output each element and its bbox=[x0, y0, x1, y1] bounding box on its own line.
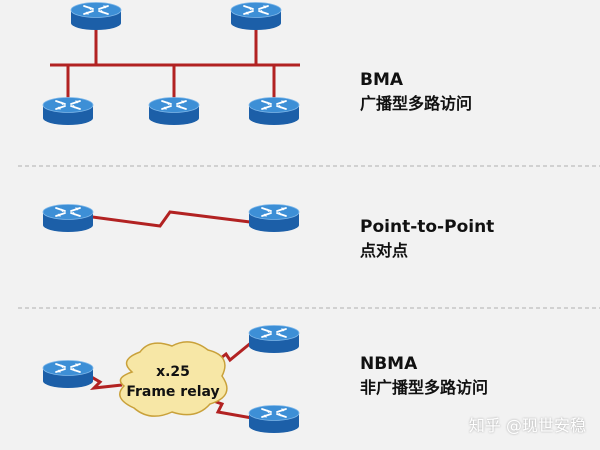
watermark: 知乎 @现世安稳 bbox=[468, 416, 586, 435]
nbma-link bbox=[87, 373, 123, 390]
router-icon bbox=[248, 203, 300, 233]
bma-section bbox=[42, 1, 300, 126]
cloud-icon bbox=[119, 341, 228, 417]
router-icon bbox=[230, 1, 282, 31]
nbma-title: NBMA bbox=[360, 354, 418, 374]
cloud-label-line1: x.25 bbox=[156, 364, 190, 380]
cloud-label-line2: Frame relay bbox=[126, 384, 219, 400]
p2p-section bbox=[42, 203, 300, 233]
router-icon bbox=[248, 96, 300, 126]
nbma-section: x.25 Frame relay bbox=[42, 324, 300, 434]
router-icon bbox=[42, 359, 94, 389]
router-icon bbox=[42, 96, 94, 126]
bma-title: BMA bbox=[360, 70, 404, 90]
router-icon bbox=[42, 203, 94, 233]
router-icon bbox=[70, 1, 122, 31]
p2p-subtitle: 点对点 bbox=[360, 241, 409, 260]
p2p-label: Point-to-Point 点对点 bbox=[360, 215, 494, 263]
bma-links bbox=[50, 26, 300, 103]
bma-subtitle: 广播型多路访问 bbox=[360, 94, 473, 113]
router-icon bbox=[248, 404, 300, 434]
router-icon bbox=[148, 96, 200, 126]
p2p-title: Point-to-Point bbox=[360, 217, 495, 237]
nbma-label: NBMA 非广播型多路访问 bbox=[360, 352, 488, 400]
nbma-subtitle: 非广播型多路访问 bbox=[360, 378, 489, 397]
p2p-serial-link bbox=[69, 210, 251, 228]
router-icon bbox=[248, 324, 300, 354]
bma-label: BMA 广播型多路访问 bbox=[360, 68, 472, 116]
